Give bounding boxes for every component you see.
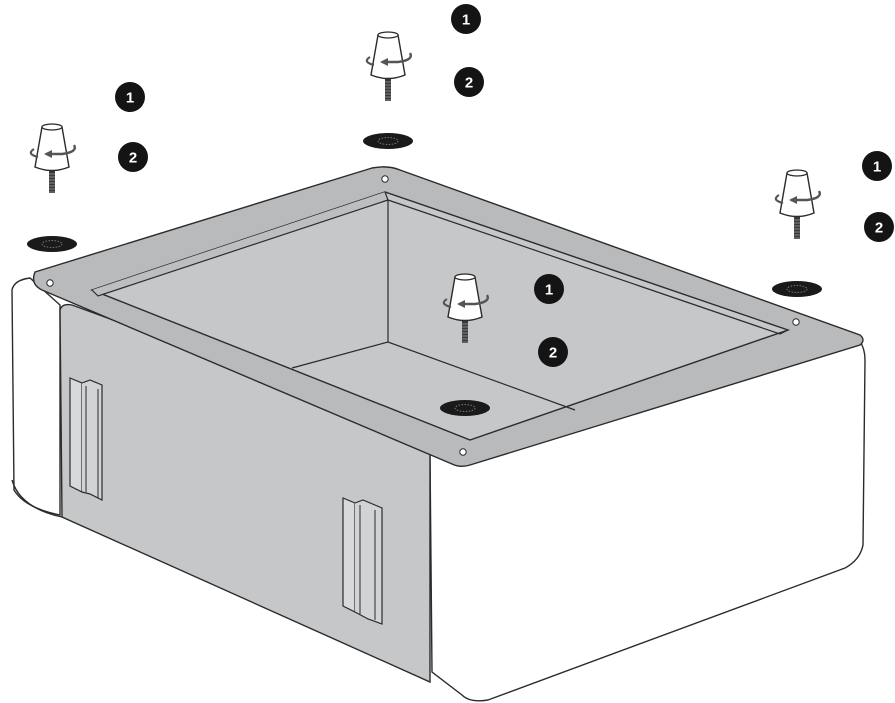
step-badge-2: 2 xyxy=(118,142,148,172)
right-handle xyxy=(343,498,382,624)
enclosure-left-side xyxy=(12,278,60,515)
step-badge-1: 1 xyxy=(451,4,481,34)
left-handle xyxy=(70,378,102,500)
step-number: 1 xyxy=(462,12,470,29)
foot-left-body xyxy=(35,127,69,171)
step-badge-1: 1 xyxy=(862,151,892,181)
step-badge-2: 2 xyxy=(538,337,568,367)
foot-left-pad xyxy=(27,236,77,252)
step-number: 1 xyxy=(545,282,553,299)
step-badge-1: 1 xyxy=(115,82,145,112)
step-number: 2 xyxy=(875,220,883,237)
step-number: 1 xyxy=(126,90,134,107)
step-number: 2 xyxy=(129,150,137,167)
step-badge-2: 2 xyxy=(454,67,484,97)
foot-left xyxy=(31,124,75,193)
foot-right xyxy=(776,170,820,239)
foot-top-pad xyxy=(363,133,413,149)
step-number: 2 xyxy=(549,345,557,362)
step-badge-2: 2 xyxy=(864,212,894,242)
enclosure xyxy=(12,167,865,701)
foot-center-pad xyxy=(440,400,490,416)
step-number: 2 xyxy=(465,75,473,92)
foot-right-pad xyxy=(772,281,822,297)
foot-top xyxy=(367,32,411,101)
step-number: 1 xyxy=(873,159,881,176)
step-badge-1: 1 xyxy=(534,274,564,304)
foot-top-body xyxy=(371,35,405,79)
foot-right-body xyxy=(780,173,814,217)
